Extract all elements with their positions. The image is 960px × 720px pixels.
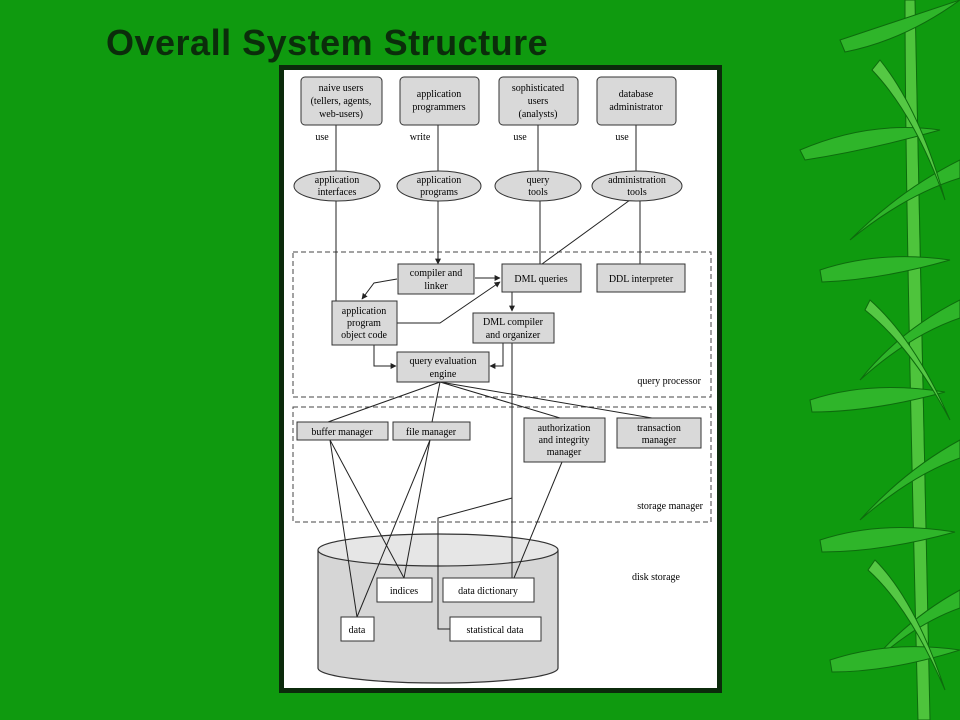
data-dictionary-label: data dictionary xyxy=(458,586,518,597)
indices-box: indices xyxy=(376,577,433,603)
dml-queries-label: DML queries xyxy=(514,274,567,285)
transaction-manager-box: transaction manager xyxy=(616,417,702,449)
user-sophisticated-line1: sophisticated xyxy=(512,83,564,94)
query-processor-nodes: compiler and linker DML queries DDL inte… xyxy=(331,263,702,387)
iface-query-tools-line1: query xyxy=(527,175,550,186)
auth-integrity-line2: and integrity xyxy=(539,435,590,446)
dml-compiler-line1: DML compiler xyxy=(483,317,544,328)
iface-query-tools: query tools xyxy=(494,170,582,202)
query-processor-region xyxy=(292,251,712,398)
compiler-linker-line2: linker xyxy=(424,281,448,292)
slide-title: Overall System Structure xyxy=(106,22,549,63)
buffer-manager-label: buffer manager xyxy=(311,427,373,438)
storage-manager-label: storage manager xyxy=(637,501,703,512)
user-dba-action: use xyxy=(615,132,629,143)
storage-manager-region xyxy=(292,406,712,523)
app-object-code-box: application program object code xyxy=(331,300,398,346)
query-processor-label: query processor xyxy=(637,376,701,387)
user-programmers: application programmers write xyxy=(399,76,480,143)
disk-storage-label: disk storage xyxy=(632,572,681,583)
user-naive-line1: naive users xyxy=(319,83,364,94)
user-dba-line2: administrator xyxy=(609,102,663,113)
ddl-interpreter-label: DDL interpreter xyxy=(609,274,674,285)
iface-app-programs: application programs xyxy=(396,170,482,202)
user-programmers-action: write xyxy=(410,132,431,143)
user-naive-line2: (tellers, agents, xyxy=(311,96,372,107)
query-eval-engine-box: query evaluation engine xyxy=(396,351,490,383)
iface-app-interfaces-line2: interfaces xyxy=(318,187,357,198)
iface-app-interfaces: application interfaces xyxy=(293,170,381,202)
iface-app-programs-line1: application xyxy=(417,175,461,186)
user-dba-line1: database xyxy=(619,89,654,100)
user-programmers-line2: programmers xyxy=(412,102,465,113)
data-label: data xyxy=(349,625,366,636)
dml-compiler-box: DML compiler and organizer xyxy=(472,312,555,344)
query-eval-engine-line2: engine xyxy=(430,369,457,380)
user-nodes: naive users (tellers, agents, web-users)… xyxy=(300,76,677,143)
interface-nodes: application interfaces application progr… xyxy=(293,170,683,202)
app-object-code-line3: object code xyxy=(341,330,387,341)
iface-admin-tools-line1: administration xyxy=(608,175,666,186)
user-naive-line3: web-users) xyxy=(319,109,363,120)
auth-integrity-line3: manager xyxy=(547,447,582,458)
user-naive-action: use xyxy=(315,132,329,143)
auth-integrity-box: authorization and integrity manager xyxy=(523,417,606,463)
query-eval-engine-line1: query evaluation xyxy=(410,356,477,367)
iface-app-interfaces-line1: application xyxy=(315,175,359,186)
buffer-manager-box: buffer manager xyxy=(296,421,389,441)
compiler-linker-box: compiler and linker xyxy=(397,263,475,295)
statistical-data-box: statistical data xyxy=(449,616,542,642)
iface-admin-tools-line2: tools xyxy=(627,187,647,198)
user-programmers-line1: application xyxy=(417,89,461,100)
data-dictionary-box: data dictionary xyxy=(442,577,535,603)
user-sophisticated-line3: (analysts) xyxy=(519,109,558,120)
user-dba: database administrator use xyxy=(596,76,677,143)
file-manager-box: file manager xyxy=(392,421,471,441)
app-object-code-line2: program xyxy=(347,318,381,329)
transaction-manager-line2: manager xyxy=(642,435,677,446)
transaction-manager-line1: transaction xyxy=(637,423,681,434)
file-manager-label: file manager xyxy=(406,427,457,438)
indices-label: indices xyxy=(390,586,418,597)
user-sophisticated-action: use xyxy=(513,132,527,143)
iface-app-programs-line2: programs xyxy=(420,187,458,198)
ddl-interpreter-box: DDL interpreter xyxy=(596,263,686,293)
statistical-data-label: statistical data xyxy=(467,625,524,636)
auth-integrity-line1: authorization xyxy=(538,423,591,434)
data-box: data xyxy=(340,616,375,642)
user-naive: naive users (tellers, agents, web-users)… xyxy=(300,76,383,143)
compiler-linker-line1: compiler and xyxy=(410,268,462,279)
iface-admin-tools: administration tools xyxy=(591,170,683,202)
user-sophisticated: sophisticated users (analysts) use xyxy=(498,76,579,143)
disk-storage-nodes: indices data dictionary data statistical… xyxy=(340,572,681,642)
app-object-code-line1: application xyxy=(342,306,386,317)
dml-compiler-line2: and organizer xyxy=(486,330,541,341)
user-sophisticated-line2: users xyxy=(528,96,549,107)
iface-query-tools-line2: tools xyxy=(528,187,548,198)
storage-manager-nodes: buffer manager file manager authorizatio… xyxy=(296,417,704,512)
dml-queries-box: DML queries xyxy=(501,263,582,293)
